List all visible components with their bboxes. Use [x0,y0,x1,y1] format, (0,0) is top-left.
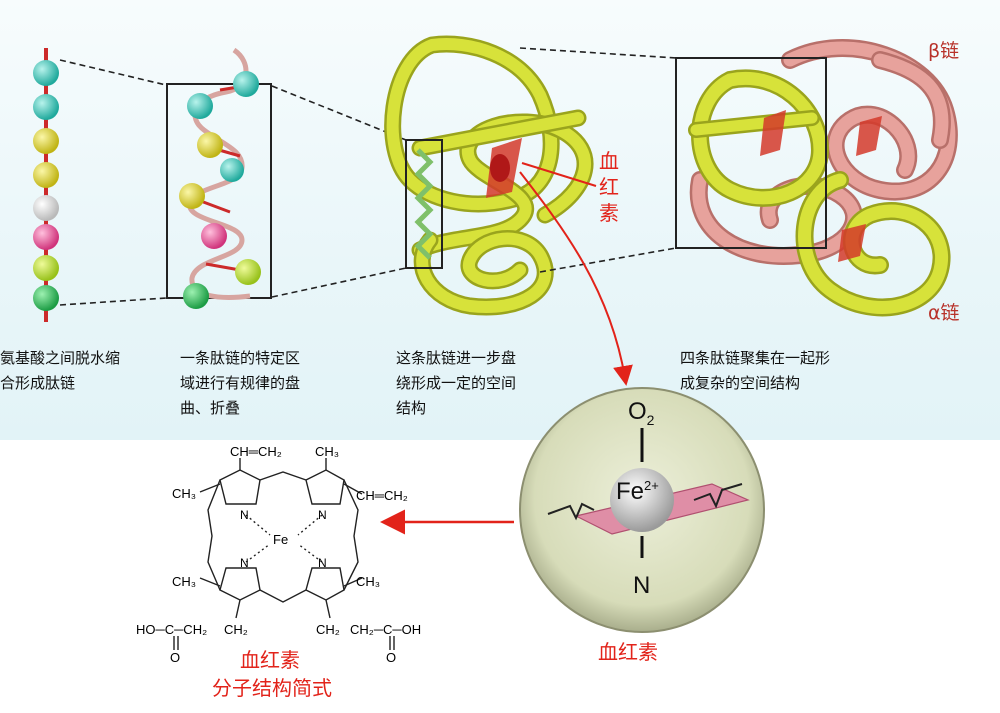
carboxyl-group-right: CH₂─C─OH [350,622,422,637]
formula-caption-subtitle: 分子结构简式 [212,676,332,700]
helix-box [166,47,272,309]
methylene-left: CH₂ [224,622,248,637]
connector-line [271,85,407,141]
formula-nitrogen: N [318,556,327,570]
heme-closeup [519,387,765,633]
formula-iron: Fe [273,532,289,547]
connector-line [271,267,407,298]
methylene-right: CH₂ [316,622,340,637]
carbonyl-oxygen-right: O [386,650,397,665]
caption-quaternary-structure: 四条肽链聚集在一起形 成复杂的空间结构 [680,349,831,392]
carboxyl-group-left: HO─C─CH₂ [136,622,208,637]
vinyl-group-top: CH═CH₂ [230,444,282,459]
iron-label: Fe2+ [616,478,659,505]
caption-secondary-structure: 一条肽链的特定区 域进行有规律的盘 曲、折叠 [180,349,301,417]
connector-line [59,297,167,306]
beta-chain-label: β链 [928,40,960,62]
alpha-chain-label: α链 [928,302,960,324]
methyl-group-left-bottom: CH₃ [172,574,197,589]
heme-group-icon [486,138,522,198]
methyl-group-right-bottom: CH₃ [356,574,381,589]
formula-nitrogen: N [318,508,327,522]
tertiary-structure [384,35,594,316]
quaternary-structure [675,39,958,317]
porphyrin-structure [173,458,395,650]
caption-tertiary-structure: 这条肽链进一步盘 绕形成一定的空间 结构 [396,349,517,417]
oxygen-label: O2 [628,398,655,428]
nitrogen-label: N [633,572,651,599]
arrow-to-closeup [519,171,633,386]
heme-closeup-caption: 血红素 [598,640,658,664]
methyl-group-left-top: CH₃ [172,486,197,501]
formula-nitrogen: N [240,556,249,570]
heme-group-icon [760,110,882,262]
amino-acid-chain [33,48,59,322]
connector-line [519,47,677,59]
formula-nitrogen: N [240,508,249,522]
methyl-group-top: CH₃ [315,444,340,459]
heme-pointer-line [521,162,597,187]
heme-pointer-label: 血 红 素 [599,149,619,225]
connector-line [539,247,677,273]
carbonyl-oxygen-left: O [170,650,181,665]
caption-peptide-formation: 氨基酸之间脱水缩 合形成肽链 [0,349,121,392]
connector-line [59,59,167,86]
formula-caption-title: 血红素 [240,648,300,672]
vinyl-group-right: CH═CH₂ [356,488,408,503]
